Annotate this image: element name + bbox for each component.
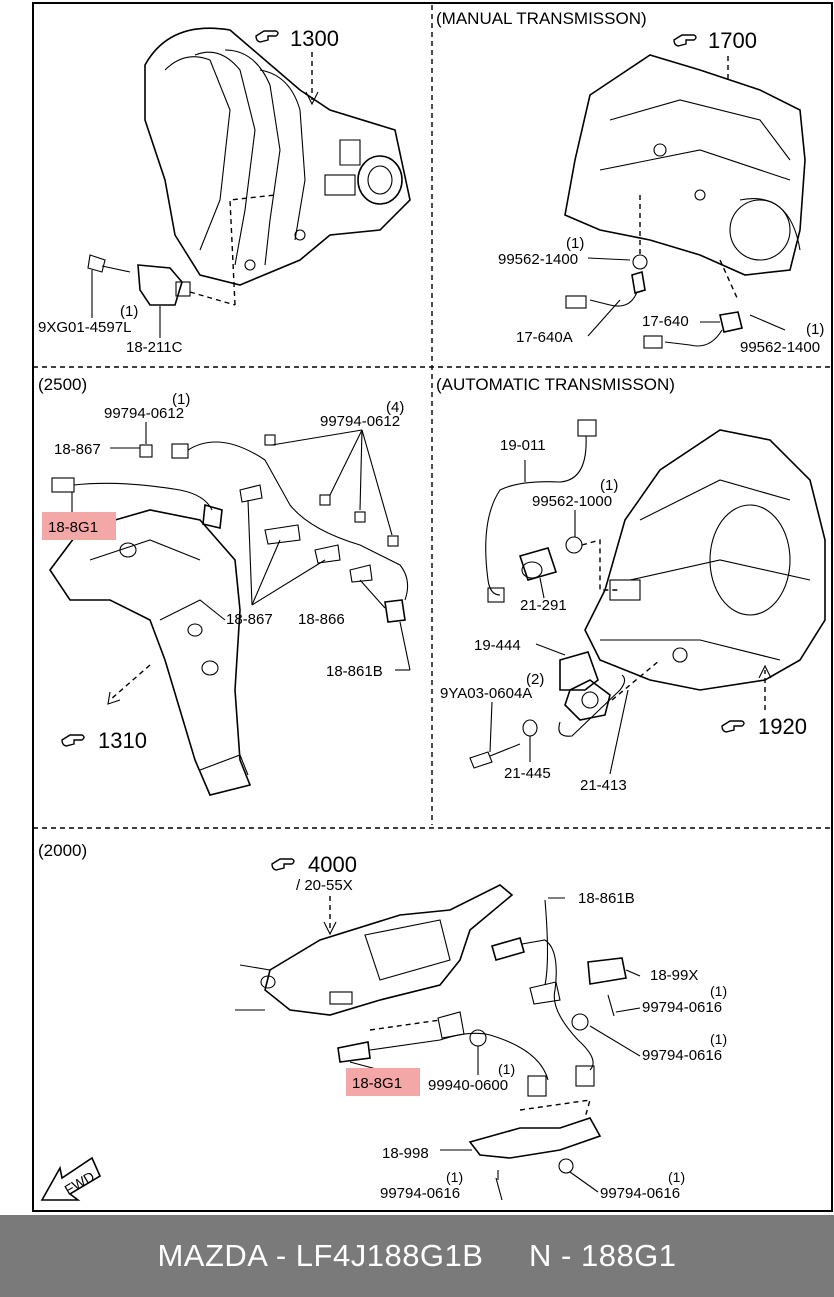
label-99794-0616-b: 99794-0616 [642, 1047, 722, 1064]
catalytic-converter-drawing [235, 884, 514, 1016]
automatic-section: (AUTOMATIC TRANSMISSON) [436, 375, 826, 794]
label-18-861B-2000: 18-861B [578, 890, 635, 907]
label-bolt-c-qty: (1) [446, 1169, 463, 1185]
o2-sensor-18-8G1-drawing [51, 477, 223, 529]
ref-1310: 1310 [98, 728, 147, 753]
hand-pointer-icon [673, 34, 697, 47]
label-nut-qty: (1) [498, 1061, 515, 1077]
highlight-18-8G1-2500 [42, 512, 116, 540]
label-18-211C: 18-211C [126, 339, 183, 356]
section-2500: (2500) [38, 375, 411, 796]
heading-2000: (2000) [38, 841, 87, 860]
manual-section: (MANUAL TRANSMISSON) 1700 [436, 9, 824, 356]
label-18-99X: 18-99X [650, 967, 698, 984]
footer-part-number: MAZDA - LF4J188G1B N - 188G1 [157, 1238, 677, 1273]
label-99794-0612-a: 99794-0612 [104, 405, 184, 422]
switch-17-640A-drawing [565, 270, 646, 309]
heading-manual: (MANUAL TRANSMISSON) [436, 9, 647, 28]
label-18-861B-2500: 18-861B [326, 663, 383, 680]
automatic-transmission-drawing [584, 429, 826, 691]
nut-99940-0600 [469, 1029, 487, 1047]
label-99794-0616-a: 99794-0616 [642, 999, 722, 1016]
intake-manifold-drawing [144, 27, 411, 286]
map-sensor-drawing [87, 254, 191, 306]
washer-21-445 [522, 719, 538, 737]
o2-sensor-18-861B-drawing [171, 441, 409, 623]
diagram-frame [32, 2, 833, 1212]
ref-20-55X: / 20-55X [296, 877, 353, 894]
washer-99562-1400-a [632, 254, 648, 270]
harness-19-011-drawing [485, 419, 597, 603]
label-9XG01-4597L: 9XG01-4597L [38, 319, 131, 336]
fwd-arrow-icon: FWD [40, 1156, 102, 1201]
intake-section: 1300 (1) 9XG01-4597L 18-211C [38, 26, 411, 356]
ref-1920: 1920 [758, 714, 807, 739]
label-99794-0616-d: 99794-0616 [600, 1185, 680, 1202]
label-19-444: 19-444 [474, 637, 521, 654]
hand-pointer-icon [61, 734, 85, 747]
label-17-640: 17-640 [642, 313, 689, 330]
label-99562-1400-b: 99562-1400 [740, 339, 820, 356]
bolt-99794-0616-d [558, 1158, 574, 1174]
bracket-18-998 [468, 1117, 602, 1159]
hand-pointer-icon [721, 720, 745, 733]
label-nut-a-qty: (1) [172, 391, 190, 408]
part-number-footer: MAZDA - LF4J188G1B N - 188G1 [0, 1215, 834, 1297]
label-nut-b-qty: (4) [386, 399, 404, 416]
label-99794-0616-c: 99794-0616 [380, 1185, 460, 1202]
hand-pointer-icon [255, 30, 279, 43]
label-17-640A: 17-640A [516, 329, 573, 346]
label-9YA03-0604A: 9YA03-0604A [440, 685, 532, 702]
label-21-445: 21-445 [504, 765, 551, 782]
switch-19-444-drawing [559, 651, 611, 721]
manual-transmission-drawing [564, 54, 806, 276]
label-18-998: 18-998 [382, 1145, 429, 1162]
bolt-9YA03-0604A [469, 751, 493, 769]
label-bolt-b-qty: (1) [710, 1031, 727, 1047]
ref-1300: 1300 [290, 26, 339, 51]
label-19-011: 19-011 [500, 437, 546, 454]
label-bolt-d-qty: (1) [668, 1169, 685, 1185]
ref-1700: 1700 [708, 28, 757, 53]
bolt-99794-0616-c [495, 1177, 503, 1201]
bolt-99794-0616-b [571, 1013, 589, 1031]
label-99940-0600: 99940-0600 [428, 1077, 508, 1094]
label-99562-1400-a: 99562-1400 [498, 251, 578, 268]
exhaust-manifold-drawing [49, 509, 252, 796]
heading-2500: (2500) [38, 375, 87, 394]
label-18-867-a: 18-867 [54, 441, 101, 458]
ref-4000: 4000 [308, 852, 357, 877]
label-18-867-b: 18-867 [226, 611, 273, 628]
label-washer-a-qty: (1) [566, 235, 584, 252]
label-bolt-qty: (1) [120, 303, 138, 320]
speed-sensor-21-291-drawing [518, 547, 558, 581]
label-99562-1000: 99562-1000 [532, 493, 612, 510]
label-21-291: 21-291 [520, 597, 567, 614]
hand-pointer-icon [271, 858, 295, 871]
label-18-8G1-2000: 18-8G1 [352, 1075, 402, 1092]
label-bolt-a-qty: (1) [710, 983, 727, 999]
bracket-18-99X [587, 957, 627, 985]
label-washer-qty: (1) [600, 477, 618, 494]
label-21-413: 21-413 [580, 777, 627, 794]
heading-automatic: (AUTOMATIC TRANSMISSON) [436, 375, 675, 394]
switch-17-640-drawing [643, 311, 743, 349]
parts-diagram: 1300 (1) 9XG01-4597L 18-211C [32, 2, 833, 1212]
label-99794-0612-b: 99794-0612 [320, 413, 400, 430]
label-bolt-qty-9YA03: (2) [526, 671, 544, 688]
label-washer-b-qty: (1) [806, 321, 824, 338]
washer-99562-1000 [565, 536, 583, 554]
label-fwd: FWD [62, 1168, 98, 1198]
label-18-866: 18-866 [298, 611, 345, 628]
label-18-8G1-2500: 18-8G1 [48, 519, 98, 536]
highlight-18-8G1-2000 [346, 1068, 420, 1096]
o2-sensor-18-861B-2000-drawing [491, 899, 595, 1087]
section-2000: (2000) 4000 / 20-55X [38, 841, 727, 1202]
